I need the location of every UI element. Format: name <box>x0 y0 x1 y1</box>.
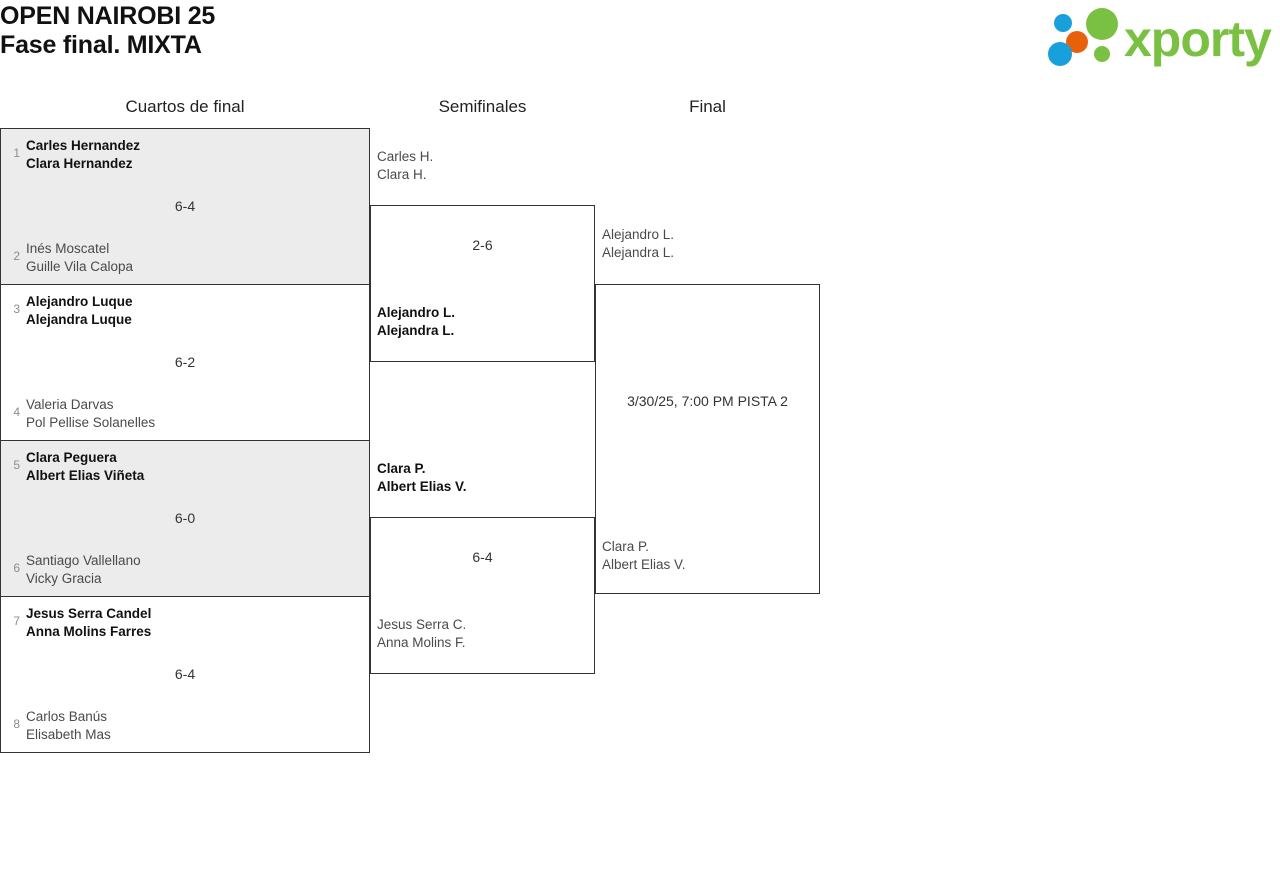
player-name: Anna Molins F. <box>377 635 466 650</box>
match-score: 6-4 <box>472 549 493 565</box>
round-header-quarterfinals: Cuartos de final <box>125 97 245 116</box>
player-name: Alejandra L. <box>377 323 455 338</box>
player-name: Vicky Gracia <box>26 571 102 586</box>
match-score: 6-4 <box>174 666 196 682</box>
round-header-final: Final <box>689 97 726 116</box>
match-semifinal-1[interactable] <box>370 205 595 362</box>
player-name: Alejandra L. <box>602 245 675 260</box>
seed-number: 3 <box>13 302 20 316</box>
player-name: Clara Hernandez <box>26 156 133 171</box>
match-final[interactable] <box>595 284 820 594</box>
player-name: Carles Hernandez <box>26 138 141 153</box>
match-score: 6-2 <box>174 354 196 370</box>
match-semifinal-2[interactable] <box>370 517 595 674</box>
player-name: Clara P. <box>377 461 426 476</box>
round-header-semifinals: Semifinales <box>438 97 527 116</box>
player-name: Clara Peguera <box>26 450 117 465</box>
team-slot[interactable]: Carles Hernandez Clara Hernandez <box>26 137 140 173</box>
tournament-phase: Fase final. MIXTA <box>0 31 202 59</box>
player-name: Albert Elias V. <box>377 479 467 494</box>
player-name: Clara H. <box>377 167 427 182</box>
seed-number: 6 <box>13 561 20 575</box>
match-schedule: 3/30/25, 7:00 PM PISTA 2 <box>627 393 788 409</box>
player-name: Santiago Vallellano <box>26 553 141 568</box>
team-slot[interactable]: Carlos Banús Elisabeth Mas <box>26 708 111 744</box>
seed-number: 7 <box>13 614 20 628</box>
player-name: Jesus Serra Candel <box>26 606 152 621</box>
player-name: Albert Elias V. <box>602 557 686 572</box>
team-slot[interactable]: Alejandro L. Alejandra L. <box>602 226 674 262</box>
player-name: Valeria Darvas <box>26 397 114 412</box>
team-slot[interactable]: Inés Moscatel Guille Vila Calopa <box>26 240 133 276</box>
match-quarterfinal-1[interactable] <box>0 128 370 285</box>
player-name: Carles H. <box>377 149 434 164</box>
tournament-title-block: OPEN NAIROBI 25 Fase final. MIXTA <box>0 2 215 60</box>
seed-number: 4 <box>13 405 20 419</box>
player-name: Pol Pellise Solanelles <box>26 415 156 430</box>
tournament-name: OPEN NAIROBI 25 <box>0 2 216 30</box>
seed-number: 5 <box>13 458 20 472</box>
page-header: OPEN NAIROBI 25 Fase final. MIXTA xporty <box>0 0 1280 88</box>
xporty-logo[interactable]: xporty <box>1046 6 1274 68</box>
player-name: Clara P. <box>602 539 650 554</box>
seed-number: 1 <box>13 146 20 160</box>
player-name: Inés Moscatel <box>26 241 110 256</box>
xporty-logo-icon: xporty <box>1048 8 1273 67</box>
player-name: Alejandro L. <box>377 305 456 320</box>
match-quarterfinal-3[interactable] <box>0 441 370 597</box>
player-name: Alejandro L. <box>602 227 675 242</box>
player-name: Anna Molins Farres <box>26 624 152 639</box>
team-slot[interactable]: Santiago Vallellano Vicky Gracia <box>26 552 141 588</box>
match-quarterfinal-4[interactable] <box>0 597 370 753</box>
match-quarterfinal-2[interactable] <box>0 285 370 441</box>
match-score: 2-6 <box>472 237 493 253</box>
team-slot[interactable]: Jesus Serra Candel Anna Molins Farres <box>26 605 151 641</box>
seed-number: 8 <box>13 717 20 731</box>
team-slot[interactable]: Jesus Serra C. Anna Molins F. <box>377 616 466 652</box>
team-slot[interactable]: Carles H. Clara H. <box>377 148 433 184</box>
match-score: 6-4 <box>174 198 196 214</box>
player-name: Albert Elias Viñeta <box>26 468 145 483</box>
player-name: Carlos Banús <box>26 709 108 724</box>
player-name: Jesus Serra C. <box>377 617 467 632</box>
player-name: Guille Vila Calopa <box>26 259 134 274</box>
player-name: Alejandra Luque <box>26 312 132 327</box>
seed-number: 2 <box>13 249 20 263</box>
team-slot[interactable]: Alejandro Luque Alejandra Luque <box>26 293 133 329</box>
team-slot[interactable]: Valeria Darvas Pol Pellise Solanelles <box>26 396 155 432</box>
team-slot[interactable]: Clara P. Albert Elias V. <box>377 460 467 496</box>
team-slot[interactable]: Alejandro L. Alejandra L. <box>377 304 455 340</box>
svg-text:xporty: xporty <box>1124 11 1272 67</box>
player-name: Alejandro Luque <box>26 294 133 309</box>
team-slot[interactable]: Clara P. Albert Elias V. <box>602 538 686 574</box>
match-score: 6-0 <box>174 510 196 526</box>
team-slot[interactable]: Clara Peguera Albert Elias Viñeta <box>26 449 144 485</box>
player-name: Elisabeth Mas <box>26 727 111 742</box>
